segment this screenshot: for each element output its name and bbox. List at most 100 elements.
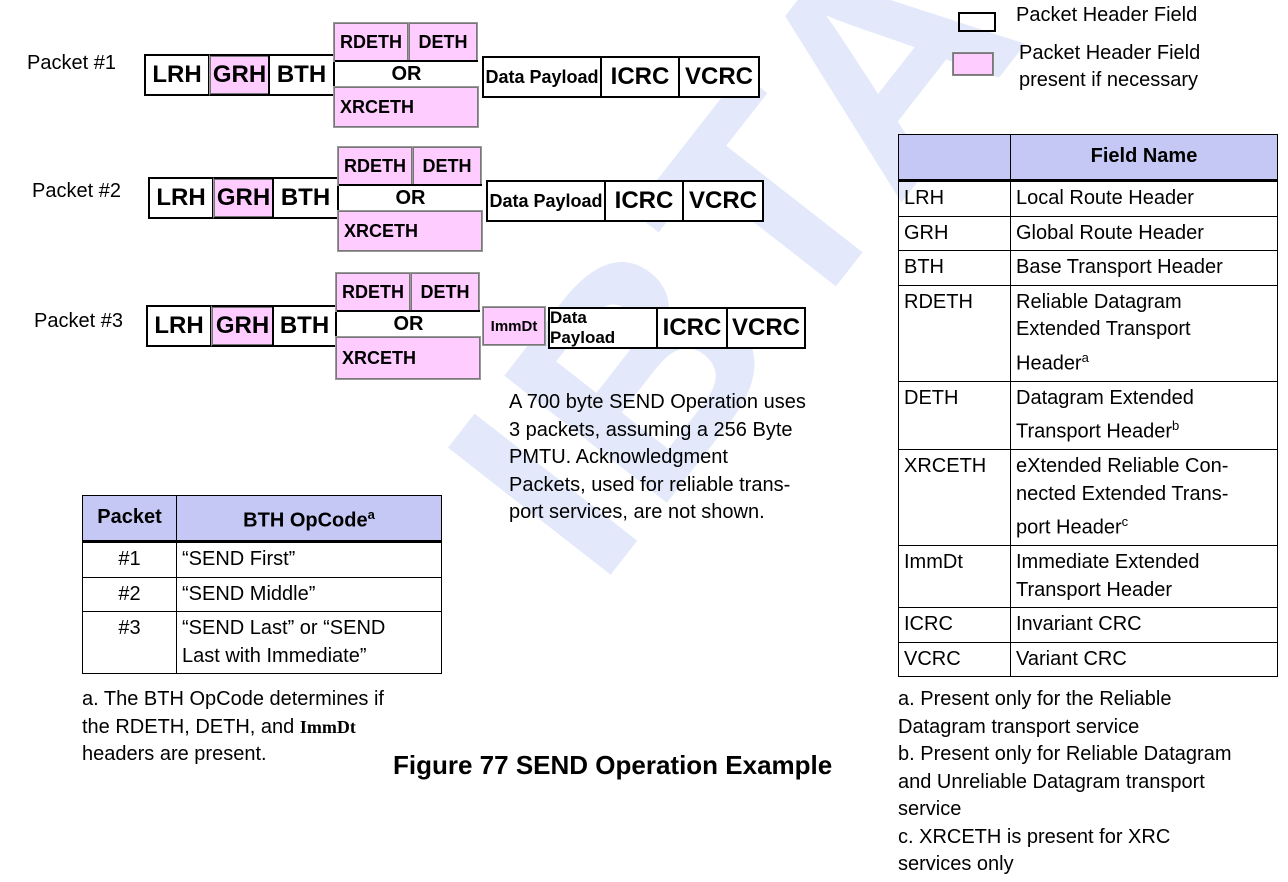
field-name-line: Transport Headerb (1016, 418, 1180, 443)
header-packet: Packet (82, 495, 177, 542)
field-name-cell: Invariant CRC (1010, 607, 1278, 643)
footnote-line: service (898, 798, 962, 820)
header-abbr (898, 134, 1011, 181)
xrceth-field: XRCETH (335, 336, 481, 380)
field-name-line: Local Route Header (1016, 187, 1194, 209)
legend-pink-swatch (952, 52, 994, 76)
field-name-line: Headera (1016, 349, 1089, 375)
lrh-field: LRH (148, 177, 214, 219)
legend-pink-label-2: present if necessary (1019, 69, 1198, 91)
bth-field: BTH (272, 177, 339, 219)
footnote-line: c. XRCETH is present for XRC (898, 825, 1171, 848)
opcode-table: Packet BTH OpCodea #1 “SEND First” #2 “S… (82, 495, 442, 674)
or-label: OR (335, 60, 478, 88)
opcode-cell: “SEND Last” or “SEND Last with Immediate… (176, 611, 442, 674)
header-opcode: BTH OpCodea (176, 495, 442, 542)
legend-pink-label-1: Packet Header Field (1019, 42, 1201, 64)
description: A 700 byte SEND Operation uses 3 packets… (509, 389, 806, 527)
vcrc-field: VCRC (678, 56, 760, 98)
rdeth-field: RDETH (337, 146, 413, 186)
opcode-cell: “SEND Middle” (176, 576, 442, 612)
data-payload-field: Data Payload (482, 56, 602, 98)
or-label: OR (339, 184, 482, 212)
legend-plain-swatch (958, 12, 996, 32)
table-row: #3 “SEND Last” or “SEND Last with Immedi… (82, 611, 442, 674)
figure-caption: Figure 77 SEND Operation Example (393, 750, 833, 780)
abbr-cell: DETH (898, 380, 1011, 451)
description-line: Packets, used for reliable trans- (509, 473, 791, 496)
footnote-line: and Unreliable Datagram transport (898, 770, 1205, 793)
field-name-cell: Global Route Header (1010, 215, 1278, 251)
field-name-line: Extended Transport (1016, 318, 1191, 340)
packet-cell: #3 (82, 611, 177, 674)
field-name-line: Datagram Extended (1016, 386, 1194, 409)
field-name-line: Variant CRC (1016, 647, 1127, 670)
bth-field: BTH (272, 305, 337, 347)
grh-field: GRH (211, 305, 274, 347)
header-field-name: Field Name (1010, 134, 1278, 181)
rdeth-field: RDETH (333, 22, 409, 62)
description-line: port services, are not shown. (509, 501, 765, 523)
field-name-cell: Base Transport Header (1010, 250, 1278, 286)
field-name-line: Invariant CRC (1016, 613, 1142, 636)
packet-label: Packet #1 (27, 52, 116, 74)
packet-cell: #2 (82, 576, 177, 612)
icrc-field: ICRC (600, 56, 680, 98)
lrh-field: LRH (144, 54, 210, 96)
footnote-line: services only (898, 853, 1014, 875)
rdeth-field: RDETH (335, 272, 411, 312)
footnote-line: Datagram transport service (898, 715, 1140, 738)
opcode-footnote: a. The BTH OpCode determines if the RDET… (82, 688, 384, 765)
packet-label: Packet #3 (34, 310, 123, 332)
icrc-field: ICRC (656, 307, 728, 349)
field-name-line: eXtended Reliable Con- (1016, 455, 1229, 478)
lrh-field: LRH (146, 305, 212, 347)
field-name-cell: eXtended Reliable Con-nected Extended Tr… (1010, 449, 1278, 547)
data-payload-field: Data Payload (486, 180, 606, 222)
abbr-cell: RDETH (898, 284, 1011, 382)
xrceth-field: XRCETH (333, 86, 479, 128)
footnote-line: b. Present only for Reliable Datagram (898, 743, 1232, 765)
deth-field: DETH (412, 146, 482, 186)
vcrc-field: VCRC (726, 307, 806, 349)
abbr-cell: VCRC (898, 641, 1011, 678)
abbr-cell: LRH (898, 180, 1011, 217)
packet-cell: #1 (82, 541, 177, 578)
field-name-line: Immediate Extended (1016, 551, 1200, 574)
table-row: #1 “SEND First” (82, 541, 442, 578)
legend-plain-label: Packet Header Field (1016, 4, 1198, 26)
table-row: #2 “SEND Middle” (82, 576, 442, 612)
vcrc-field: VCRC (682, 180, 764, 222)
deth-field: DETH (410, 272, 480, 312)
description-line: 3 packets, assuming a 256 Byte (509, 418, 793, 441)
description-line: PMTU. Acknowledgment (509, 446, 728, 468)
field-name-line: port Headerc (1016, 514, 1129, 539)
data-payload-field: Data Payload (548, 307, 658, 349)
immdt-field: ImmDt (482, 306, 546, 346)
icrc-field: ICRC (604, 180, 684, 222)
packet-label: Packet #2 (32, 180, 121, 202)
field-name-line: nected Extended Trans- (1016, 482, 1229, 505)
or-label: OR (337, 310, 480, 338)
field-name-line: Reliable Datagram (1016, 290, 1182, 313)
field-name-cell: Variant CRC (1010, 641, 1278, 678)
grh-field: GRH (213, 177, 274, 219)
abbr-cell: BTH (898, 250, 1011, 286)
field-name-line: Base Transport Header (1016, 256, 1223, 278)
field-name-cell: Local Route Header (1010, 180, 1278, 217)
opcode-cell: “SEND First” (176, 541, 442, 578)
